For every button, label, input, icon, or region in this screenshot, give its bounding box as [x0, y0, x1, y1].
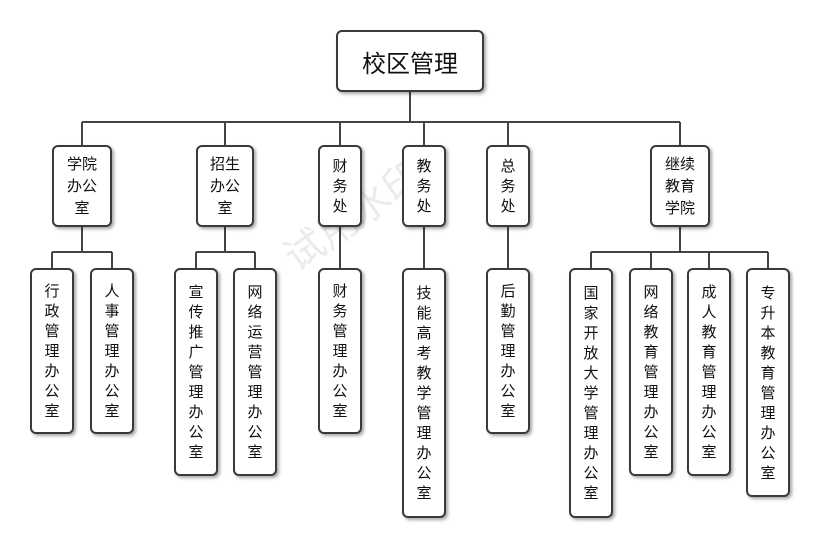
- dept-label: 总务处: [500, 157, 516, 215]
- office-node: 宣传推广管理办公室: [174, 268, 218, 476]
- dept-label: 教务处: [416, 157, 432, 215]
- dept-label: 学院办公室: [66, 155, 97, 217]
- office-label: 行政管理办公室: [44, 282, 60, 420]
- dept-label: 财务处: [332, 157, 348, 215]
- office-node: 后勤管理办公室: [486, 268, 530, 434]
- office-label: 人事管理办公室: [104, 282, 120, 420]
- office-node: 行政管理办公室: [30, 268, 74, 434]
- office-node: 国家开放大学管理办公室: [569, 268, 613, 518]
- dept-node-0: 学院办公室: [52, 145, 112, 227]
- office-label: 网络教育管理办公室: [643, 283, 659, 461]
- dept-node-1: 招生办公室: [196, 145, 254, 227]
- office-label: 宣传推广管理办公室: [188, 283, 204, 461]
- office-label: 技能高考教学管理办公室: [416, 284, 432, 502]
- dept-node-4: 总务处: [486, 145, 530, 227]
- dept-label: 招生办公室: [209, 155, 240, 217]
- dept-label: 继续教育学院: [664, 155, 695, 217]
- dept-node-2: 财务处: [318, 145, 362, 227]
- office-node: 网络教育管理办公室: [629, 268, 673, 476]
- office-label: 后勤管理办公室: [500, 282, 516, 420]
- dept-node-5: 继续教育学院: [650, 145, 710, 227]
- office-label: 财务管理办公室: [332, 282, 348, 420]
- office-node: 技能高考教学管理办公室: [402, 268, 446, 518]
- office-node: 成人教育管理办公室: [687, 268, 731, 476]
- office-node: 专升本教育管理办公室: [746, 268, 790, 497]
- office-node: 网络运营管理办公室: [233, 268, 277, 476]
- office-label: 网络运营管理办公室: [247, 283, 263, 461]
- dept-node-3: 教务处: [402, 145, 446, 227]
- office-node: 人事管理办公室: [90, 268, 134, 434]
- root-label: 校区管理: [362, 49, 458, 78]
- office-label: 成人教育管理办公室: [701, 283, 717, 461]
- office-label: 专升本教育管理办公室: [760, 283, 776, 482]
- office-label: 国家开放大学管理办公室: [583, 284, 599, 502]
- root-node: 校区管理: [336, 30, 484, 92]
- office-node: 财务管理办公室: [318, 268, 362, 434]
